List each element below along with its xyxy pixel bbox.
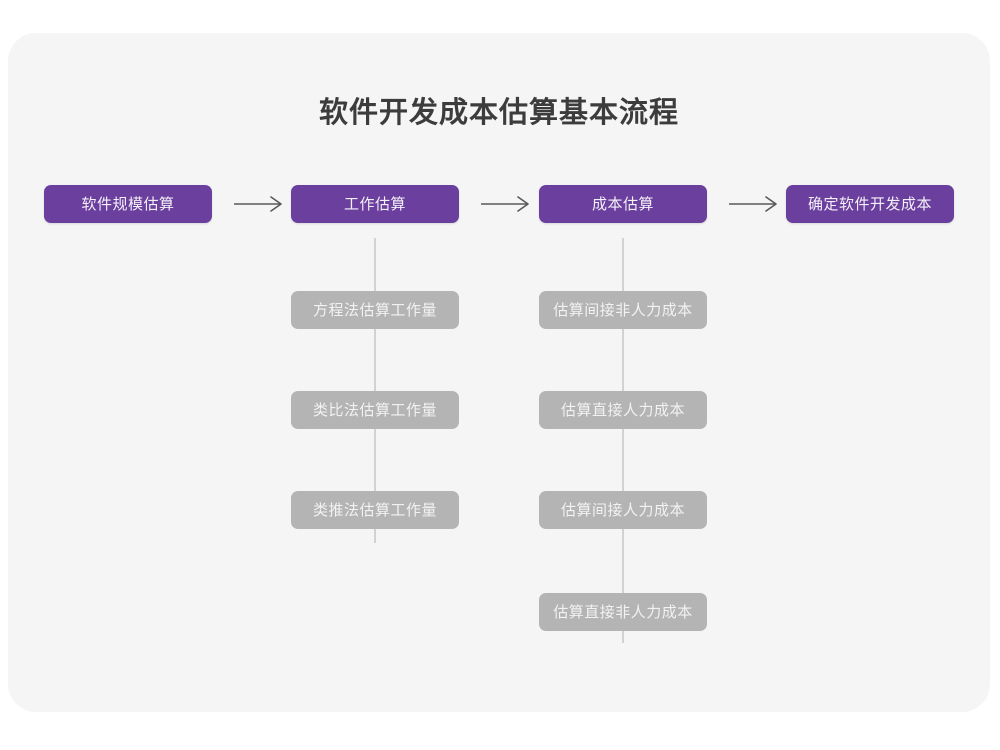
sub-step-node-label: 估算直接人力成本 (560, 401, 685, 419)
diagram-card: 软件开发成本估算基本流程 软件规模估算 工作估算 成本估算 (8, 33, 990, 712)
step-node-label: 成本估算 (591, 195, 654, 213)
flowchart-canvas: 软件规模估算 工作估算 成本估算 确定软 (8, 33, 990, 712)
sub-step-node-direct-labor-cost[interactable]: 估算直接人力成本 (539, 391, 707, 429)
step-node-label: 工作估算 (343, 195, 406, 213)
sub-step-node-equation-method-effort[interactable]: 方程法估算工作量 (291, 291, 459, 329)
sub-step-node-indirect-non-labor-cost[interactable]: 估算间接非人力成本 (539, 291, 707, 329)
sub-step-node-label: 方程法估算工作量 (312, 301, 437, 319)
connector-work-column (374, 238, 376, 543)
sub-step-node-label: 类比法估算工作量 (312, 401, 437, 419)
sub-step-node-label: 估算直接非人力成本 (553, 603, 693, 621)
step-node-cost-estimation[interactable]: 成本估算 (539, 185, 707, 223)
step-node-software-scale-estimation[interactable]: 软件规模估算 (44, 185, 212, 223)
arrow-1-icon (232, 194, 288, 214)
sub-step-node-analogy-method-effort[interactable]: 类比法估算工作量 (291, 391, 459, 429)
sub-step-node-label: 估算间接非人力成本 (553, 301, 693, 319)
sub-step-node-analogy-inference-effort[interactable]: 类推法估算工作量 (291, 491, 459, 529)
page-title: 软件开发成本估算基本流程 (318, 97, 679, 129)
sub-step-node-indirect-labor-cost[interactable]: 估算间接人力成本 (539, 491, 707, 529)
sub-step-node-label: 类推法估算工作量 (312, 501, 437, 519)
step-node-determine-development-cost[interactable]: 确定软件开发成本 (786, 185, 954, 223)
arrow-2-icon (479, 194, 535, 214)
sub-step-node-direct-non-labor-cost[interactable]: 估算直接非人力成本 (539, 593, 707, 631)
step-node-label: 软件规模估算 (81, 195, 175, 213)
sub-step-node-label: 估算间接人力成本 (560, 501, 685, 519)
step-node-label: 确定软件开发成本 (807, 195, 932, 213)
step-node-work-estimation[interactable]: 工作估算 (291, 185, 459, 223)
arrow-3-icon (727, 194, 783, 214)
connector-cost-column (622, 238, 624, 643)
